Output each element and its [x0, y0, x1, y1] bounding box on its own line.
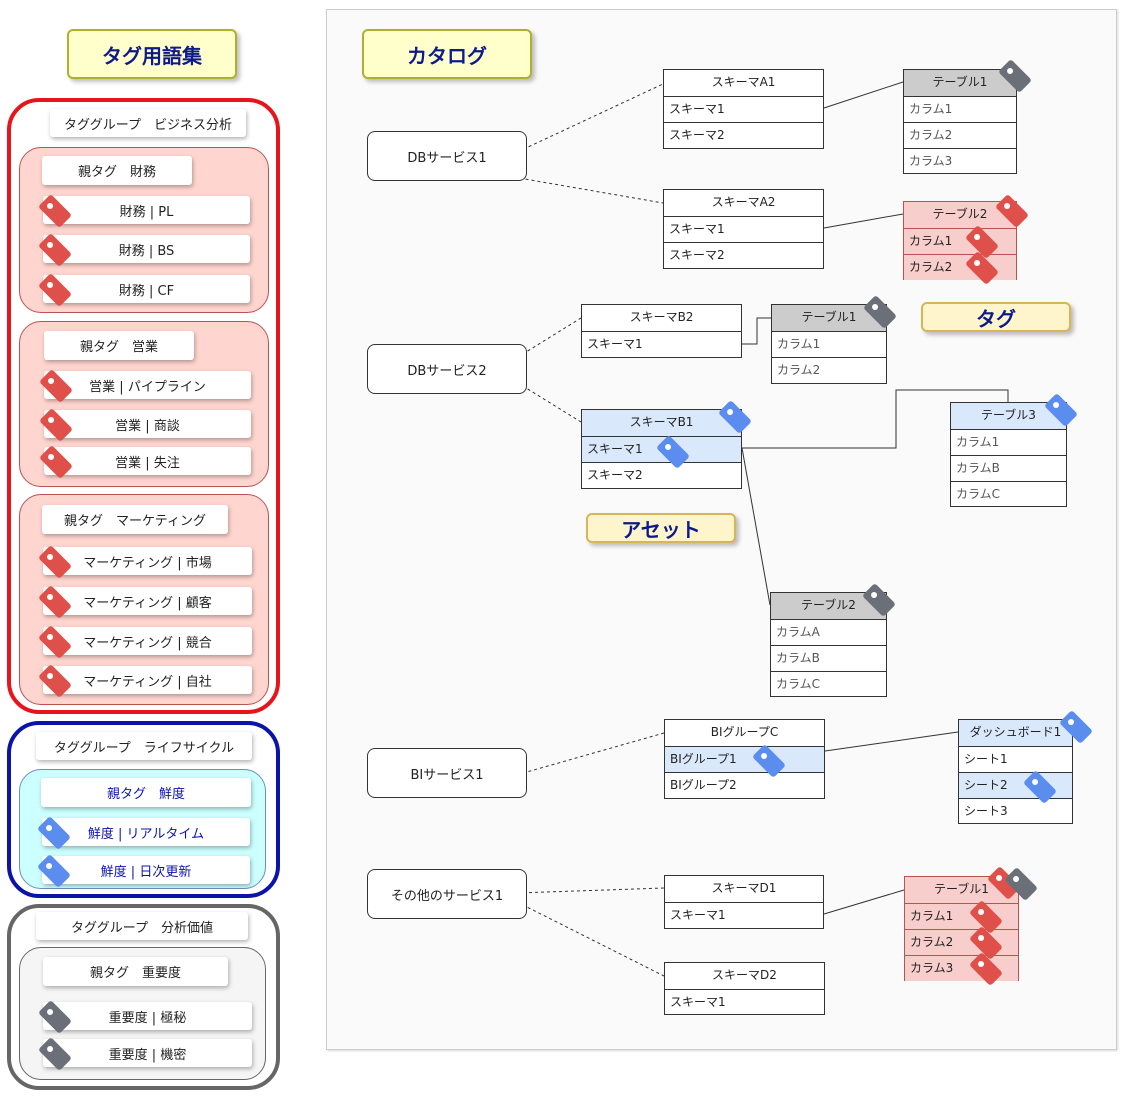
table-b2[interactable]: テーブル2 カラムA カラムB カラムC [770, 592, 887, 697]
table-row[interactable]: スキーマ1 [582, 331, 741, 357]
tag-item[interactable]: マーケティング | 競合 [43, 627, 252, 655]
table-row[interactable]: スキーマ1 [664, 96, 823, 122]
parent-tag-label[interactable]: 親タグ 重要度 [43, 957, 228, 986]
schema-d1[interactable]: スキーマD1 スキーマ1 [664, 875, 824, 929]
table-a2[interactable]: テーブル2 カラム1 カラム2 [903, 201, 1017, 280]
service-bi1[interactable]: BIサービス1 [367, 748, 527, 798]
tag-item[interactable]: 財務 | BS [43, 235, 250, 263]
tag-group-label: タググループ ライフサイクル [36, 732, 252, 760]
table-row[interactable]: スキーマ2 [582, 462, 741, 488]
schema-b2[interactable]: スキーマB2 スキーマ1 [581, 304, 742, 358]
tag-group-lifecycle [7, 721, 280, 898]
schema-b1[interactable]: スキーマB1 スキーマ1 スキーマ2 [581, 409, 742, 489]
table-row[interactable]: BIグループ2 [665, 772, 824, 798]
table-row[interactable]: シート2 [959, 772, 1072, 798]
table-row[interactable]: BIグループ1 [665, 746, 824, 772]
table-header: BIグループC [710, 725, 779, 739]
tag-item[interactable]: 財務 | PL [43, 196, 250, 224]
tag-item[interactable]: 財務 | CF [43, 275, 250, 303]
tag-item[interactable]: 営業 | 商談 [44, 410, 251, 438]
table-a1[interactable]: テーブル1 カラム1 カラム2 カラム3 [903, 69, 1017, 174]
table-row[interactable]: カラム3 [904, 148, 1016, 174]
table-row[interactable]: スキーマ2 [664, 242, 823, 268]
table-row[interactable]: カラム2 [772, 357, 886, 383]
service-db1[interactable]: DBサービス1 [367, 131, 527, 181]
asset-label: アセット [586, 513, 736, 543]
table-b1[interactable]: テーブル1 カラム1 カラム2 [771, 304, 887, 384]
parent-tag-label[interactable]: 親タグ 財務 [42, 156, 192, 185]
tag-item[interactable]: 鮮度 | リアルタイム [42, 818, 250, 846]
table-row[interactable]: スキーマ1 [665, 902, 823, 928]
tag-item[interactable]: 営業 | パイプライン [44, 371, 251, 399]
tag-group-label: タググループ 分析価値 [36, 912, 248, 940]
table-b3[interactable]: テーブル3 カラム1 カラムB カラムC [950, 402, 1067, 507]
table-header: スキーマB1 [582, 410, 741, 436]
table-row[interactable]: カラムA [771, 619, 886, 645]
table-row[interactable]: カラム1 [772, 331, 886, 357]
table-row[interactable]: カラム2 [905, 929, 1018, 955]
table-row[interactable]: スキーマ2 [664, 122, 823, 148]
tag-item[interactable]: マーケティング | 市場 [43, 547, 252, 575]
tag-group-value [7, 904, 280, 1090]
schema-a2[interactable]: スキーマA2 スキーマ1 スキーマ2 [663, 189, 824, 269]
table-header: スキーマA1 [711, 75, 776, 89]
parent-tag-label[interactable]: 親タグ 鮮度 [41, 778, 251, 807]
table-row[interactable]: カラム3 [905, 955, 1018, 981]
tag-group-business [7, 98, 280, 714]
tag-item[interactable]: マーケティング | 自社 [43, 666, 252, 694]
parent-tag-label[interactable]: 親タグ 営業 [44, 331, 194, 360]
table-row[interactable]: シート3 [959, 798, 1072, 824]
parent-tag-label[interactable]: 親タグ マーケティング [42, 505, 228, 534]
dashboard-1[interactable]: ダッシュボード1 シート1 シート2 シート3 [958, 719, 1073, 824]
tag-item[interactable]: 営業 | 失注 [44, 447, 251, 475]
tag-label: タグ [921, 302, 1071, 332]
table-row[interactable]: カラム2 [904, 254, 1016, 280]
tag-item[interactable]: 重要度 | 極秘 [43, 1002, 252, 1030]
table-header: スキーマD2 [712, 968, 777, 982]
table-header: スキーマD1 [711, 881, 777, 895]
table-row[interactable]: カラムC [951, 481, 1066, 507]
schema-d2[interactable]: スキーマD2 スキーマ1 [664, 962, 825, 1015]
table-header: スキーマB2 [629, 310, 694, 324]
table-row[interactable]: カラムC [771, 671, 886, 697]
table-header: テーブル1 [904, 70, 1016, 96]
table-row[interactable]: シート1 [959, 746, 1072, 772]
service-db2[interactable]: DBサービス2 [367, 344, 527, 394]
table-header: スキーマA2 [711, 195, 776, 209]
tag-item[interactable]: マーケティング | 顧客 [43, 587, 252, 615]
catalog-title: カタログ [362, 29, 532, 79]
table-row[interactable]: スキーマ1 [664, 216, 823, 242]
schema-a1[interactable]: スキーマA1 スキーマ1 スキーマ2 [663, 69, 824, 149]
bi-group-c[interactable]: BIグループC BIグループ1 BIグループ2 [664, 719, 825, 799]
table-row[interactable]: カラム1 [951, 429, 1066, 455]
table-d1[interactable]: テーブル1 カラム1 カラム2 カラム3 [904, 876, 1019, 981]
table-header: ダッシュボード1 [959, 720, 1072, 746]
table-row[interactable]: カラム2 [904, 122, 1016, 148]
tag-item[interactable]: 鮮度 | 日次更新 [42, 856, 250, 884]
table-row[interactable]: カラムB [951, 455, 1066, 481]
tag-item[interactable]: 重要度 | 機密 [43, 1039, 252, 1067]
table-row[interactable]: カラム1 [904, 228, 1016, 254]
service-other1[interactable]: その他のサービス1 [367, 869, 527, 919]
table-row[interactable]: スキーマ1 [665, 989, 824, 1015]
table-row[interactable]: カラムB [771, 645, 886, 671]
table-header: テーブル3 [951, 403, 1066, 429]
table-row[interactable]: カラム1 [904, 96, 1016, 122]
table-row[interactable]: カラム1 [905, 903, 1018, 929]
tag-group-label: タググループ ビジネス分析 [50, 109, 246, 137]
glossary-title: タグ用語集 [67, 29, 237, 79]
